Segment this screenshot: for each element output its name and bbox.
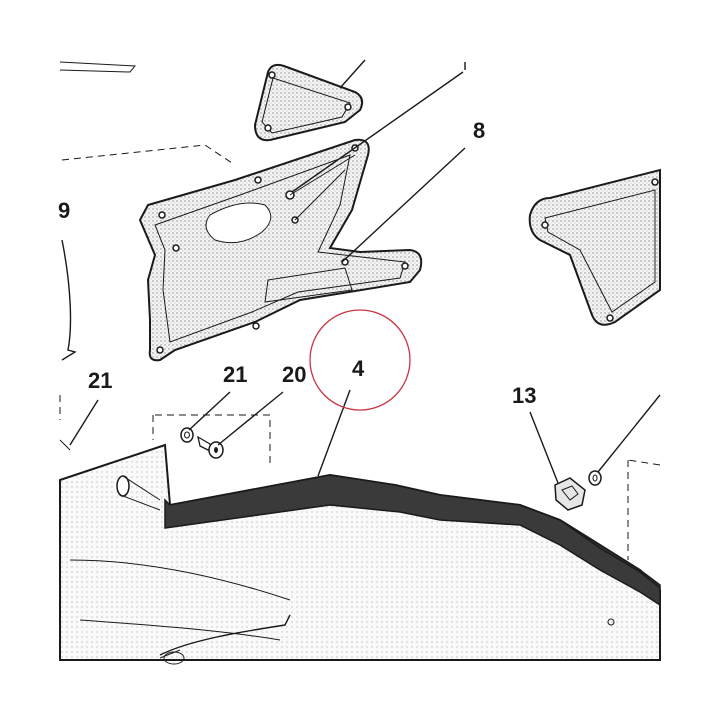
callout-9: 9 xyxy=(58,198,70,223)
screw-20 xyxy=(197,435,224,459)
callout-21-left: 21 xyxy=(88,368,112,393)
insulation-pad-8 xyxy=(138,138,423,362)
small-triangular-pad xyxy=(253,59,366,142)
clip-13 xyxy=(554,470,602,511)
assembly-lines xyxy=(152,414,661,560)
callout-21-mid: 21 xyxy=(223,362,247,387)
callout-8: 8 xyxy=(473,118,485,143)
highlight-circle xyxy=(309,309,411,411)
right-side-pad xyxy=(528,168,661,326)
leader-lines xyxy=(69,62,661,484)
washer-21 xyxy=(180,427,194,443)
callout-20: 20 xyxy=(282,362,306,387)
callout-4: 4 xyxy=(352,356,365,381)
lower-fairing-panel xyxy=(59,443,661,665)
left-panel-edge xyxy=(59,61,236,451)
callout-13: 13 xyxy=(512,383,536,408)
callout-labels: 9 8 21 21 20 4 13 xyxy=(58,118,536,408)
